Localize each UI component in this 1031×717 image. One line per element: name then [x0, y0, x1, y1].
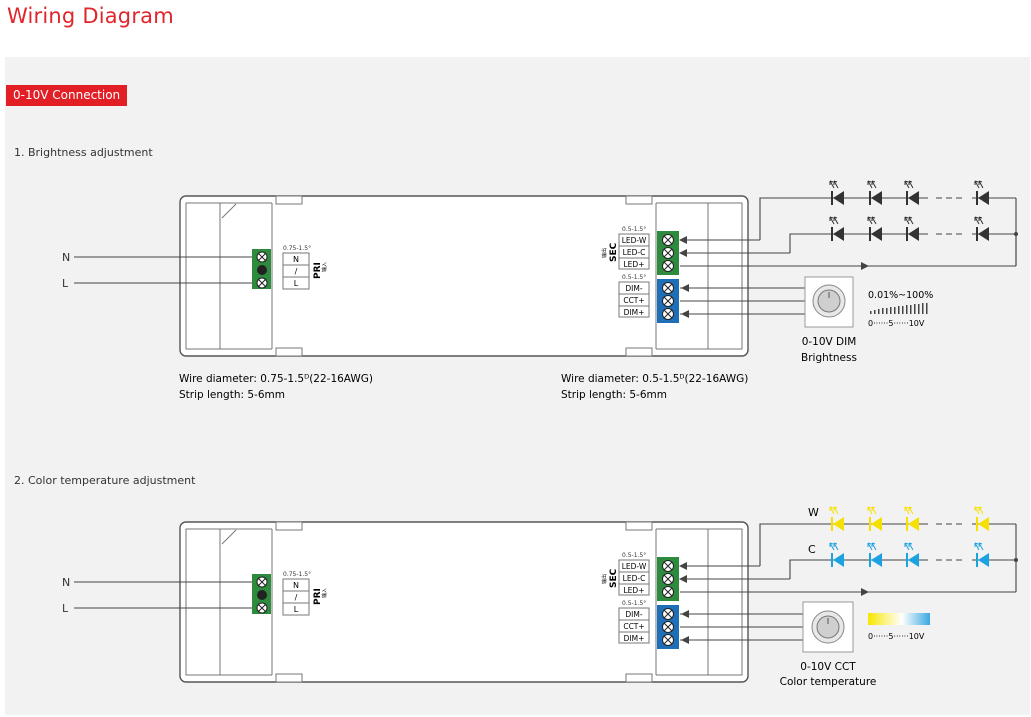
wire-note-left-2: Strip length: 5-6mm: [179, 389, 285, 401]
led-icon: [974, 180, 989, 205]
led-label-c: C: [808, 543, 816, 556]
sec-small: 输出: [601, 248, 608, 258]
cct-gradient-bar: [868, 613, 930, 625]
dim-pin-minus: DIM-: [625, 284, 642, 293]
sec-pin-led-w-2: LED-W: [622, 562, 647, 571]
led-icon: [904, 542, 919, 567]
connection-badge: 0-10V Connection: [6, 85, 128, 106]
led-icon: [904, 506, 919, 531]
sec-small-2: 输出: [601, 574, 608, 584]
page-title: Wiring Diagram: [7, 4, 174, 28]
sec-pin-led-c-2: LED-C: [623, 574, 646, 583]
led-label-w: W: [808, 506, 819, 519]
led-icon: [867, 506, 882, 531]
pri-pin-slash-2: /: [295, 593, 298, 602]
input-l-label-2: L: [62, 602, 69, 615]
device-label-1a: 0-10V DIM: [802, 336, 857, 348]
scale-text-1: 0······5······10V: [868, 319, 925, 328]
dimmer-brightness: 0-10V DIM Brightness 0.01%~100% 0······5…: [801, 276, 933, 364]
led-icon: [974, 506, 989, 531]
scale-text-2: 0······5······10V: [868, 632, 925, 641]
device-label-2b: Color temperature: [780, 676, 877, 688]
led-icon: [829, 216, 844, 241]
section-heading-brightness: 1. Brightness adjustment: [14, 146, 153, 159]
sec-pin-led-c: LED-C: [623, 248, 646, 257]
led-icon: [867, 180, 882, 205]
led-icon: [974, 542, 989, 567]
pri-small-2: 输入: [321, 588, 328, 598]
wire-note-right-2: Strip length: 5-6mm: [561, 389, 667, 401]
wire-note-left-1: Wire diameter: 0.75-1.5ᴰ(22-16AWG): [179, 373, 373, 385]
pri-pin-n: N: [293, 255, 299, 264]
dim-pin-cct-2: CCT+: [623, 622, 644, 631]
led-icon: [829, 506, 844, 531]
pri-rating: 0.75-1.5°: [283, 245, 311, 252]
dimmer-cct: 0-10V CCT Color temperature 0······5····…: [780, 601, 930, 688]
sec-pin-led-w: LED-W: [622, 236, 647, 245]
led-icon: [867, 216, 882, 241]
sec-label-2: SEC: [609, 568, 619, 588]
range-text-1: 0.01%~100%: [868, 290, 933, 301]
pri-pin-l-2: L: [294, 605, 299, 614]
pri-pin-n-2: N: [293, 581, 299, 590]
pri-pin-l: L: [294, 279, 299, 288]
led-array: [829, 180, 989, 567]
brightness-scale-bars: [870, 303, 928, 314]
input-l-label: L: [62, 277, 69, 290]
led-icon: [829, 542, 844, 567]
sec-pin-led-plus: LED+: [624, 260, 645, 269]
pri-label-2: PRI: [313, 588, 323, 605]
device-label-1b: Brightness: [801, 352, 857, 364]
led-icon: [829, 180, 844, 205]
dim-pin-plus: DIM+: [624, 308, 645, 317]
dim-pin-plus-2: DIM+: [624, 634, 645, 643]
dim-rating: 0.5-1.5°: [622, 274, 646, 281]
input-n-label-2: N: [62, 576, 70, 589]
section-heading-cct: 2. Color temperature adjustment: [14, 474, 196, 487]
dim-rating-2: 0.5-1.5°: [622, 600, 646, 607]
pri-label: PRI: [313, 262, 323, 279]
dim-pin-cct: CCT+: [623, 296, 644, 305]
device-label-2a: 0-10V CCT: [800, 661, 856, 673]
sec-label: SEC: [609, 242, 619, 262]
led-icon: [867, 542, 882, 567]
sec-pin-led-plus-2: LED+: [624, 586, 645, 595]
input-n-label: N: [62, 251, 70, 264]
led-icon: [974, 216, 989, 241]
sec-rating: 0.5-1.5°: [622, 226, 646, 233]
pri-rating-2: 0.75-1.5°: [283, 571, 311, 578]
driver-brightness: N L 0.75-1.5° N / L PRI 输入 0.5-1.5° SEC …: [62, 195, 1018, 357]
dim-pin-minus-2: DIM-: [625, 610, 642, 619]
led-icon: [904, 216, 919, 241]
driver-cct: N L 0.75-1.5° N / L PRI 输入 0.5-1.5° SEC …: [62, 506, 1018, 683]
led-icon: [904, 180, 919, 205]
pri-pin-slash: /: [295, 267, 298, 276]
pri-small: 输入: [321, 262, 328, 272]
wire-note-right-1: Wire diameter: 0.5-1.5ᴰ(22-16AWG): [561, 373, 748, 385]
sec-rating-2: 0.5-1.5°: [622, 552, 646, 559]
